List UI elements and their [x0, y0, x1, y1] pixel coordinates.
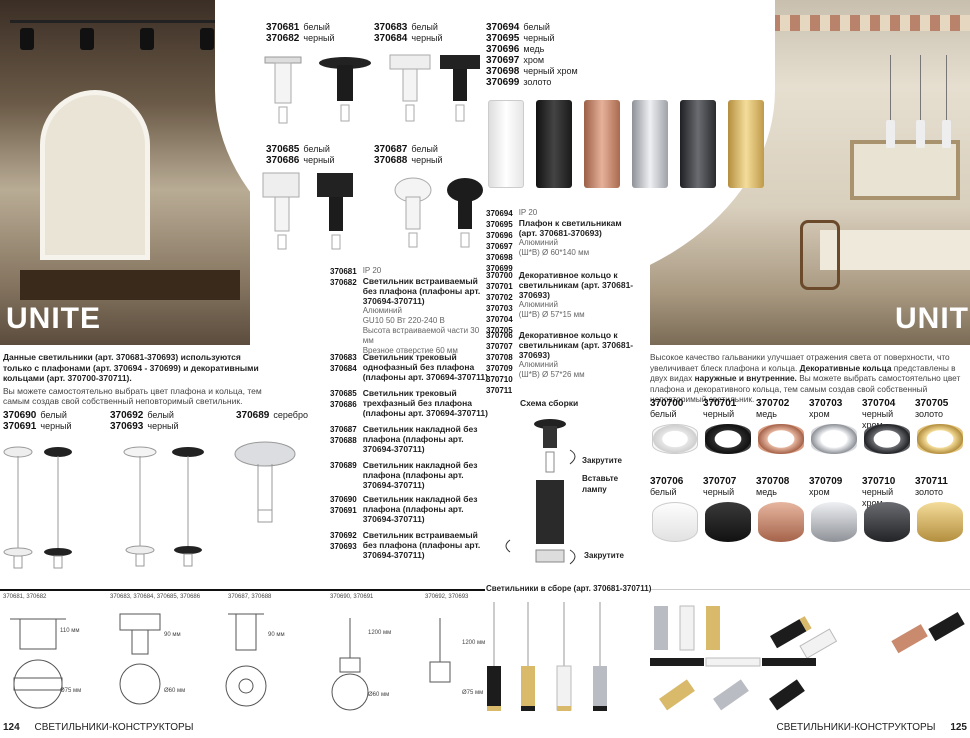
track-white	[389, 54, 431, 122]
dim-60b: Ø60 мм	[368, 692, 390, 698]
divider-line	[0, 589, 485, 591]
track-rail	[10, 20, 240, 23]
ring2-blackchrome	[864, 502, 910, 542]
shade-blackchrome	[680, 100, 716, 188]
pendant-lamp	[942, 120, 951, 148]
spec-rings-1: 370700 370701 370702 370703 370704 37070…	[486, 270, 634, 335]
brand-logo-right: UNITE	[895, 302, 970, 335]
assembled-pendants	[487, 602, 607, 711]
shade-gold	[728, 100, 764, 188]
dim-90: 90 мм	[164, 632, 181, 638]
interior-photo-right: UNITE	[650, 0, 970, 345]
step-2: Вставьте лампу	[582, 474, 619, 494]
ring-blackchrome	[864, 424, 910, 454]
brand-logo: UNITE	[6, 302, 101, 335]
surface-white	[394, 177, 432, 248]
shade-black	[536, 100, 572, 188]
dim-75b: Ø75 мм	[462, 690, 484, 696]
sketch-label-1: 370681, 370682	[3, 594, 47, 600]
shade-copper	[584, 100, 620, 188]
surface-black	[447, 178, 483, 248]
track-spot	[200, 28, 214, 50]
assembled-title: Светильники в сборе (арт. 370681-370711)	[486, 584, 652, 593]
spec-shades: 370694 370695 370696 370697 370698 37069…	[486, 208, 622, 273]
track-spot	[80, 28, 94, 50]
footer-section-left: СВЕТИЛЬНИКИ-КОНСТРУКТОРЫ	[34, 722, 194, 733]
dim-1200b: 1200 мм	[462, 640, 486, 646]
arched-doorway	[40, 90, 150, 260]
ring2-copper	[758, 502, 804, 542]
shade-white	[488, 100, 524, 188]
shade-chrome	[632, 100, 668, 188]
spot-white	[264, 56, 302, 124]
assembled-spots	[650, 605, 965, 711]
ring2-black	[705, 502, 751, 542]
pendant-lamp	[886, 120, 895, 148]
page-number-right: 125	[950, 722, 967, 733]
step-1: Закрутите	[582, 456, 622, 465]
dim-60: Ø60 мм	[164, 688, 186, 694]
track-spot	[20, 28, 34, 50]
sketch-label-5: 370692, 370693	[425, 594, 469, 600]
spot-black	[319, 57, 371, 122]
footer-right: СВЕТИЛЬНИКИ-КОНСТРУКТОРЫ 125	[776, 722, 967, 733]
chair	[800, 220, 840, 290]
dim-1200: 1200 мм	[368, 630, 392, 636]
ring-black	[705, 424, 751, 454]
ring-copper	[758, 424, 804, 454]
sketch-label-3: 370687, 370688	[228, 594, 272, 600]
dim-90b: 90 мм	[268, 632, 285, 638]
ring2-gold	[917, 502, 963, 542]
table-cloth	[820, 230, 970, 270]
sketch-label-4: 370690, 370691	[330, 594, 374, 600]
footer-left: 124 СВЕТИЛЬНИКИ-КОНСТРУКТОРЫ	[3, 722, 194, 733]
ring-white	[652, 424, 698, 454]
spec-rings-2: 370706 370707 370708 370709 370710 37071…	[486, 330, 634, 395]
intro-text-block: Данные светильники (арт. 370681-370693) …	[3, 352, 262, 406]
ring-gold	[917, 424, 963, 454]
fixture-illustrations	[262, 54, 483, 250]
wall-mirror	[850, 140, 960, 200]
sketch-label-2: 370683, 370684, 370685, 370686	[110, 594, 201, 600]
dim-75: Ø75 мм	[60, 688, 82, 694]
track3-white	[262, 172, 300, 250]
step-3: Закрутите	[584, 551, 624, 560]
ring-chrome	[811, 424, 857, 454]
assembly-title: Схема сборки	[520, 398, 579, 408]
page-number-left: 124	[3, 722, 20, 733]
footer-section-right: СВЕТИЛЬНИКИ-КОНСТРУКТОРЫ	[776, 722, 936, 733]
dining-table	[20, 270, 240, 300]
ring2-chrome	[811, 502, 857, 542]
track3-black	[317, 173, 353, 250]
dim-110: 110 мм	[60, 628, 80, 634]
divider-line-right	[650, 589, 970, 590]
pendant-illustrations	[3, 441, 296, 569]
track-spot	[140, 28, 154, 50]
right-text-block: Высокое качество гальваники улучшает отр…	[650, 352, 961, 404]
ring2-white	[652, 502, 698, 542]
tech-sketches	[10, 613, 451, 711]
pendant-lamp	[916, 120, 925, 148]
assembly-diagram	[505, 419, 576, 565]
interior-photo-left: UNITE	[0, 0, 250, 345]
track-black	[440, 55, 480, 122]
